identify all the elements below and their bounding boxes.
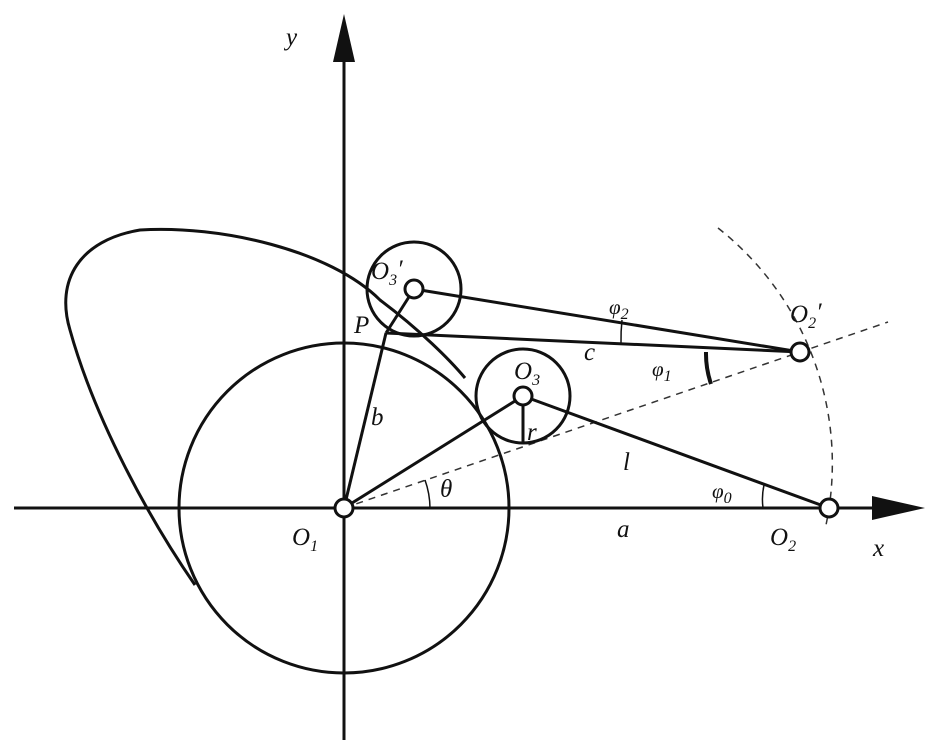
label-phi1: φ1 xyxy=(652,357,672,385)
label-r: r xyxy=(527,419,537,446)
label-o3-prime: O3′ xyxy=(371,256,403,289)
label-o1: O1 xyxy=(292,524,318,555)
angle-arc-phi2 xyxy=(620,319,623,344)
link-l xyxy=(522,394,830,510)
label-b: b xyxy=(371,404,384,431)
base-circle xyxy=(177,341,511,675)
dashed-reference-line xyxy=(343,321,889,509)
label-c: c xyxy=(584,339,595,366)
x-axis-arrowhead xyxy=(872,496,925,520)
label-o3: O3 xyxy=(514,358,540,389)
pin-o3 xyxy=(512,385,534,407)
angle-arc-phi0 xyxy=(761,484,765,509)
cam-profile xyxy=(64,227,467,586)
dashed-arc xyxy=(717,227,834,526)
label-o2-prime: O2′ xyxy=(790,299,822,332)
label-x-axis: x xyxy=(872,535,884,562)
label-phi0: φ0 xyxy=(712,479,732,507)
link-b xyxy=(342,332,388,509)
label-a: a xyxy=(617,516,630,543)
pin-o1 xyxy=(333,497,355,519)
label-theta: θ xyxy=(440,476,452,503)
pin-o3-prime xyxy=(403,278,425,300)
angle-arc-phi1 xyxy=(703,351,713,385)
link-o3-prime-o2-prime xyxy=(413,287,801,354)
label-p: P xyxy=(353,312,369,339)
y-axis-arrowhead xyxy=(333,14,355,62)
pin-o2 xyxy=(818,497,840,519)
label-phi2: φ2 xyxy=(609,295,629,323)
link-o1-o3 xyxy=(343,394,524,510)
label-o2: O2 xyxy=(770,524,796,555)
link-c xyxy=(385,331,801,354)
roller-circle-o3-prime xyxy=(365,240,463,338)
label-l: l xyxy=(623,449,630,476)
pin-o2-prime xyxy=(789,341,811,363)
angle-arc-theta xyxy=(424,479,431,509)
label-y-axis: y xyxy=(283,24,298,51)
